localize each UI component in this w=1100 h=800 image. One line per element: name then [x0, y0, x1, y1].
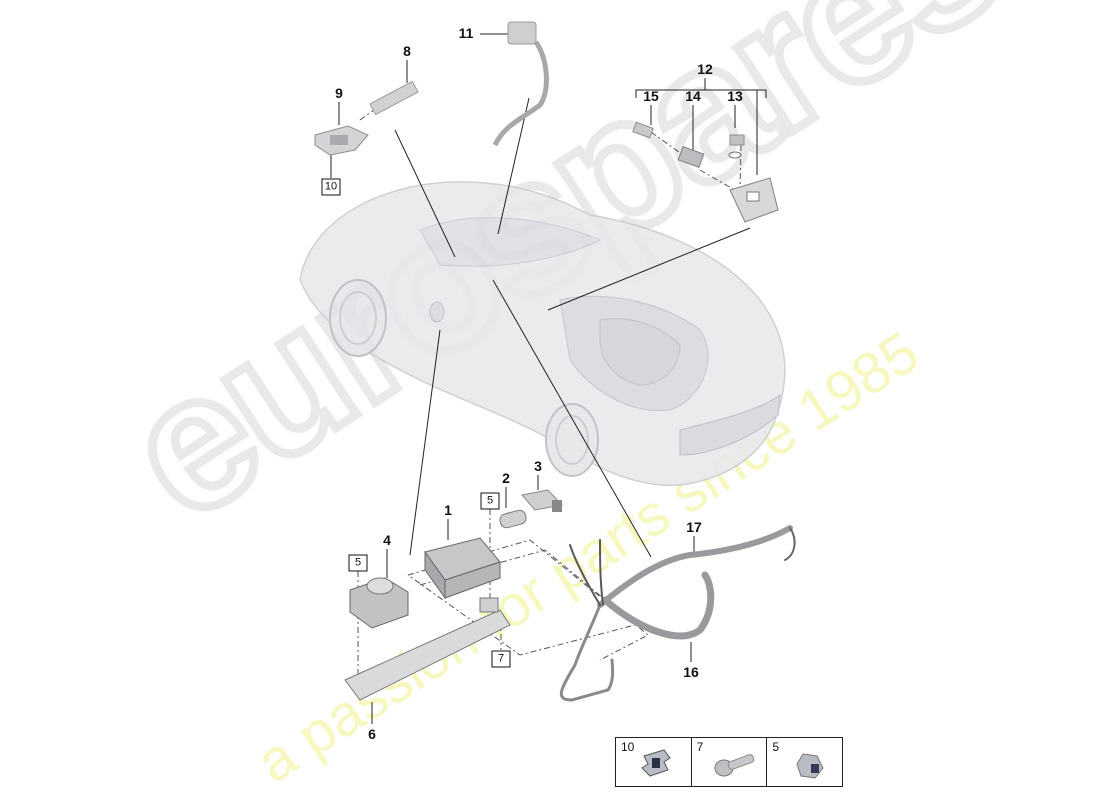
- legend-item-5[interactable]: 5: [767, 738, 842, 786]
- part-3-bracket: [521, 489, 563, 512]
- legend-number: 10: [621, 740, 635, 754]
- callout-2[interactable]: 2: [502, 470, 510, 486]
- parts-13-14-15: [632, 121, 745, 168]
- boxed-ref-7[interactable]: 7: [491, 650, 511, 668]
- callout-6[interactable]: 6: [368, 726, 376, 742]
- callout-12[interactable]: 12: [697, 61, 713, 77]
- nut-icon: [796, 753, 824, 779]
- callout-3[interactable]: 3: [534, 458, 542, 474]
- callout-1[interactable]: 1: [444, 502, 452, 518]
- legend-item-10[interactable]: 10: [616, 738, 692, 786]
- leader-lines: [330, 33, 767, 724]
- callout-8[interactable]: 8: [403, 43, 411, 59]
- part-12-light-module: [729, 177, 779, 223]
- part-2: [499, 509, 527, 529]
- callout-4[interactable]: 4: [383, 532, 391, 548]
- boxed-ref-5[interactable]: 5: [348, 554, 368, 572]
- part-8: [369, 80, 419, 116]
- bolt-icon: [714, 754, 754, 777]
- part-1-module: [424, 537, 501, 600]
- parts-16-17-wiring-harness: [560, 525, 796, 702]
- part-6-tray: [344, 597, 511, 701]
- hardware-legend: 10 7 5: [615, 737, 843, 787]
- boxed-ref-10[interactable]: 10: [321, 178, 341, 196]
- part-11-antenna: [492, 21, 549, 147]
- car-body-illustration: [299, 181, 786, 487]
- callout-9[interactable]: 9: [335, 85, 343, 101]
- callout-16[interactable]: 16: [683, 664, 699, 680]
- boxed-ref-5[interactable]: 5: [480, 492, 500, 510]
- legend-number: 5: [772, 740, 780, 754]
- callout-13[interactable]: 13: [727, 88, 743, 104]
- callout-11[interactable]: 11: [458, 25, 474, 41]
- callout-17[interactable]: 17: [686, 519, 702, 535]
- legend-number: 7: [696, 740, 704, 754]
- part-4-speaker: [349, 577, 409, 629]
- callout-14[interactable]: 14: [685, 88, 701, 104]
- callout-15[interactable]: 15: [643, 88, 659, 104]
- part-9-bracket: [314, 125, 369, 156]
- clip-icon: [641, 749, 671, 777]
- legend-item-7[interactable]: 7: [692, 738, 768, 786]
